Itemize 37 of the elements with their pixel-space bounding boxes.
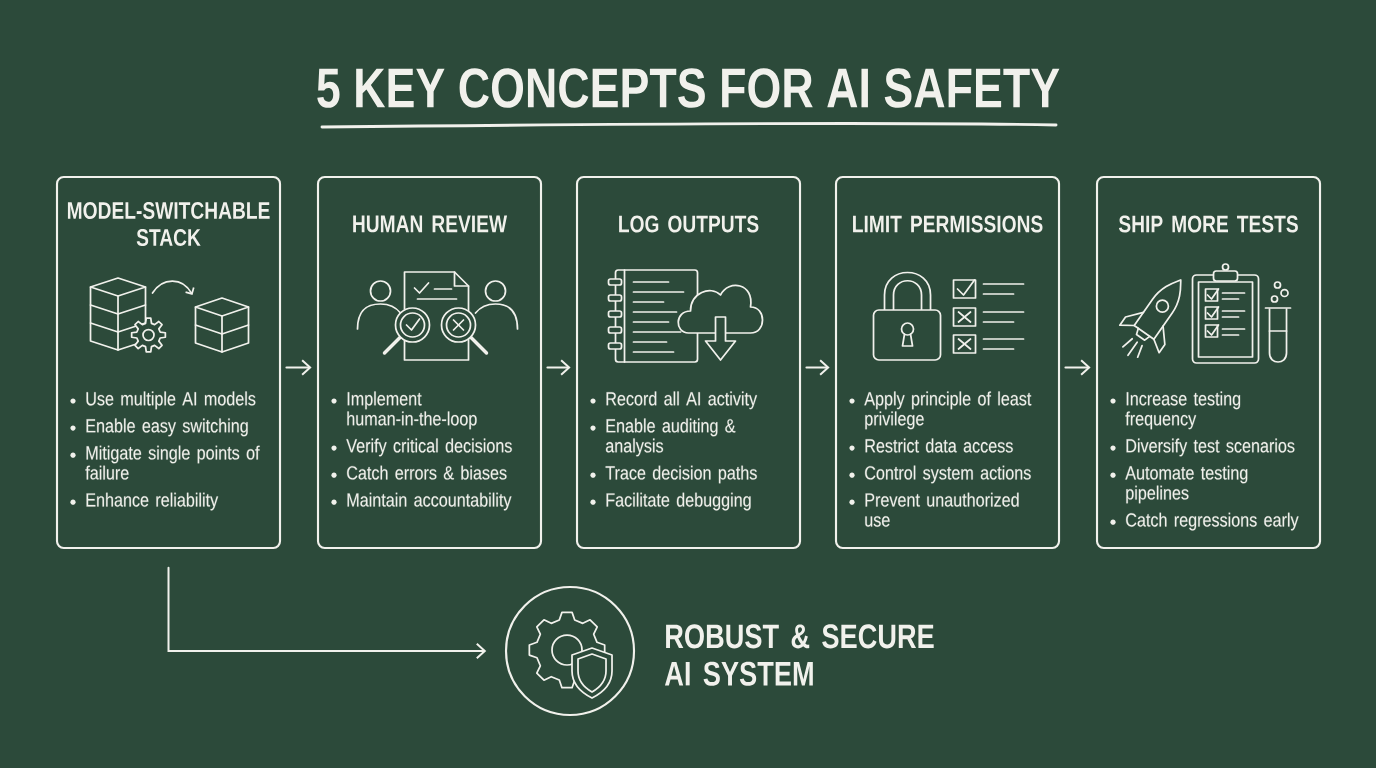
bullet-text: Enable auditing & analysis [605, 418, 736, 457]
bullet-text: Verify critical decisions [346, 438, 512, 457]
bullet-text: Restrict data access [865, 438, 1013, 453]
box-heading: HUMAN REVIEW [353, 215, 508, 233]
arrow [167, 566, 487, 660]
box-heading: LIMIT PERMISSIONS [853, 215, 1043, 233]
bullet-text: Diversify test scenarios [1126, 438, 1295, 457]
system-label: ROBUST & SECURE AI SYSTEM [664, 624, 934, 686]
bullet-text: Enable easy switching [86, 418, 248, 437]
bullet-text: Apply principle of least privilege [864, 391, 1032, 430]
bullet-text: Catch errors & biases [346, 465, 507, 480]
bullet-text: Enhance reliability [86, 492, 219, 511]
bullet-text: Implement human-in-the-loop [347, 391, 477, 430]
bullet-text: Use multiple AI models [86, 391, 256, 410]
box-heading: SHIP MORE TESTS [1118, 215, 1298, 233]
box-heading: MODEL-SWITCHABLE STACK [67, 202, 270, 246]
arrow [1064, 359, 1091, 376]
arrow [546, 359, 571, 376]
box-heading: LOG OUTPUTS [619, 215, 759, 233]
bullet-text: Prevent unauthorized use [865, 492, 1019, 527]
arrow [805, 359, 830, 376]
bullet-text: Automate testing pipelines [1125, 465, 1248, 504]
bullet-text: Facilitate debugging [606, 492, 751, 511]
concept-box [316, 175, 543, 550]
bullet-text: Record all AI activity [606, 391, 758, 410]
bullet-text: Maintain accountability [347, 492, 512, 511]
bullet-text: Increase testing frequency [1125, 391, 1241, 430]
concept-box [834, 175, 1061, 550]
concept-box [575, 175, 802, 550]
concept-box [1095, 175, 1322, 550]
bullet-text: Control system actions [864, 465, 1031, 484]
title: 5 KEY CONCEPTS FOR AI SAFETY [317, 68, 1060, 108]
concept-box [55, 175, 282, 550]
bullet-text: Mitigate single points of failure [85, 445, 260, 480]
arrow [285, 359, 312, 376]
bullet-text: Trace decision paths [605, 465, 757, 484]
bullet-text: Catch regressions early [1126, 512, 1299, 531]
